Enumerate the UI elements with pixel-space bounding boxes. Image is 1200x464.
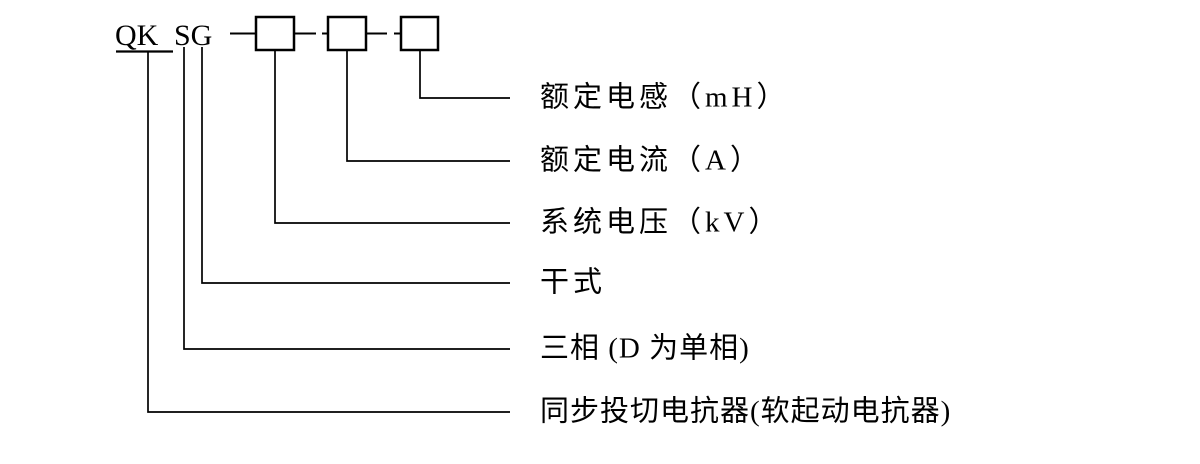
rated-current-box [326,15,368,52]
label-rated-current: 额定电流（A） [540,144,763,177]
label-rated-inductance: 额定电感（mH） [540,81,790,114]
system-voltage-box [254,15,296,52]
model-code-prefix: QK [115,19,159,52]
leader-rated-current [346,50,510,162]
leader-dry-type [201,47,510,284]
label-phase: 三相 (D 为单相) [540,332,750,365]
rated-inductance-box [399,15,440,52]
label-reactor-type: 同步投切电抗器(软起动电抗器) [540,395,952,428]
leader-phase [183,47,510,350]
label-system-voltage: 系统电压（kV） [540,206,782,239]
leader-rated-inductance [419,50,510,99]
model-code-series: SG [174,19,213,52]
label-dry-type: 干式 [540,266,607,299]
leader-reactor-type [147,52,510,413]
leader-system-voltage [274,50,510,224]
